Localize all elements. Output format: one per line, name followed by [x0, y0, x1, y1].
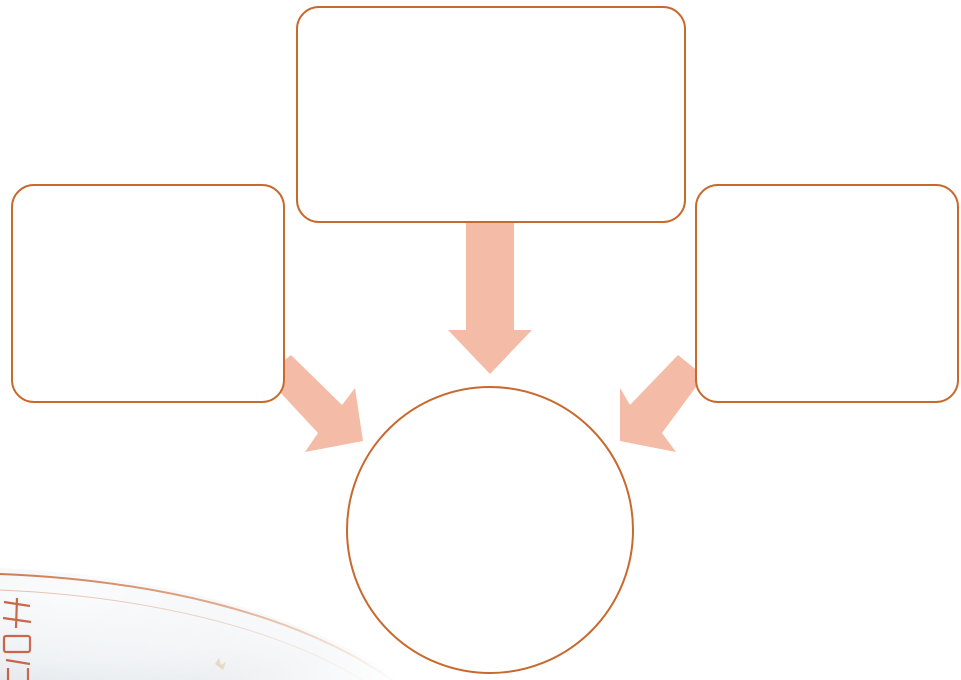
arrow-right-to-circle — [620, 355, 704, 452]
box-top — [297, 7, 685, 222]
arrow-top-to-circle — [448, 222, 532, 374]
box-left — [12, 185, 284, 402]
decorative-plate-image — [0, 560, 400, 680]
center-circle — [347, 387, 633, 673]
box-right — [696, 185, 958, 402]
